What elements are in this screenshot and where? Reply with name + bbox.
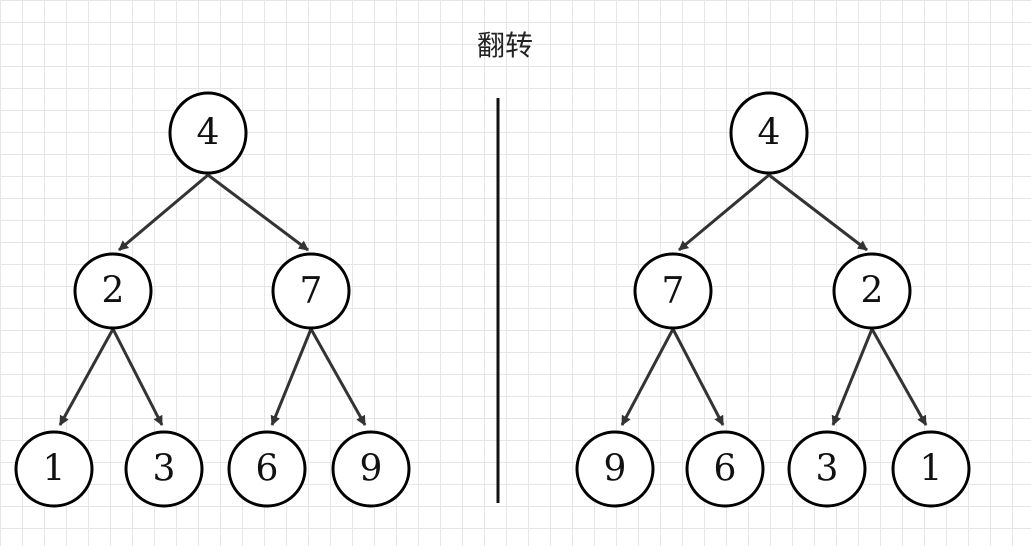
node-label: 2 xyxy=(861,271,884,312)
node-label: 6 xyxy=(256,449,279,490)
edge-right-rightchild xyxy=(870,328,928,426)
edge-root-left xyxy=(118,173,209,252)
tree-node-right-right[interactable]: 9 xyxy=(331,430,411,508)
tree-node-left-right[interactable]: 6 xyxy=(685,430,765,508)
tree-node-left[interactable]: 2 xyxy=(73,252,153,330)
tree-node-left-left[interactable]: 9 xyxy=(575,430,655,508)
node-label: 1 xyxy=(920,449,943,490)
node-label: 3 xyxy=(153,449,176,490)
node-label: 2 xyxy=(102,271,125,312)
tree-node-left[interactable]: 7 xyxy=(633,252,713,330)
tree-node-right-left[interactable]: 6 xyxy=(227,430,307,508)
edge-root-left xyxy=(678,173,770,252)
edge-right-leftchild xyxy=(270,328,313,426)
tree-node-left-left[interactable]: 1 xyxy=(14,430,94,508)
node-label: 7 xyxy=(662,271,685,312)
tree-node-root[interactable]: 4 xyxy=(729,91,809,175)
edge-left-rightchild xyxy=(671,328,725,426)
node-label: 4 xyxy=(197,113,220,154)
inverted-tree: 4 7 2 9 6 3 1 xyxy=(575,91,971,508)
original-tree-edges xyxy=(58,173,367,426)
edge-right-rightchild xyxy=(309,328,367,426)
tree-node-right[interactable]: 7 xyxy=(271,252,351,330)
tree-node-left-right[interactable]: 3 xyxy=(124,430,204,508)
inverted-tree-edges xyxy=(620,173,928,426)
edge-left-rightchild xyxy=(111,328,164,426)
diagram-title: 翻转 xyxy=(476,29,533,62)
edge-root-right xyxy=(768,173,868,252)
node-label: 9 xyxy=(604,449,627,490)
edge-right-leftchild xyxy=(831,328,874,426)
node-label: 1 xyxy=(43,449,66,490)
node-label: 3 xyxy=(816,449,839,490)
tree-node-right-right[interactable]: 1 xyxy=(891,430,971,508)
node-label: 6 xyxy=(714,449,737,490)
node-label: 4 xyxy=(758,113,781,154)
node-label: 7 xyxy=(300,271,323,312)
tree-node-right[interactable]: 2 xyxy=(832,252,912,330)
edge-left-leftchild xyxy=(58,328,115,426)
node-label: 9 xyxy=(360,449,383,490)
edge-left-leftchild xyxy=(620,328,675,426)
original-tree: 4 2 7 1 3 6 9 xyxy=(14,91,411,508)
tree-node-right-left[interactable]: 3 xyxy=(787,430,867,508)
edge-root-right xyxy=(207,173,309,252)
tree-node-root[interactable]: 4 xyxy=(168,91,248,175)
